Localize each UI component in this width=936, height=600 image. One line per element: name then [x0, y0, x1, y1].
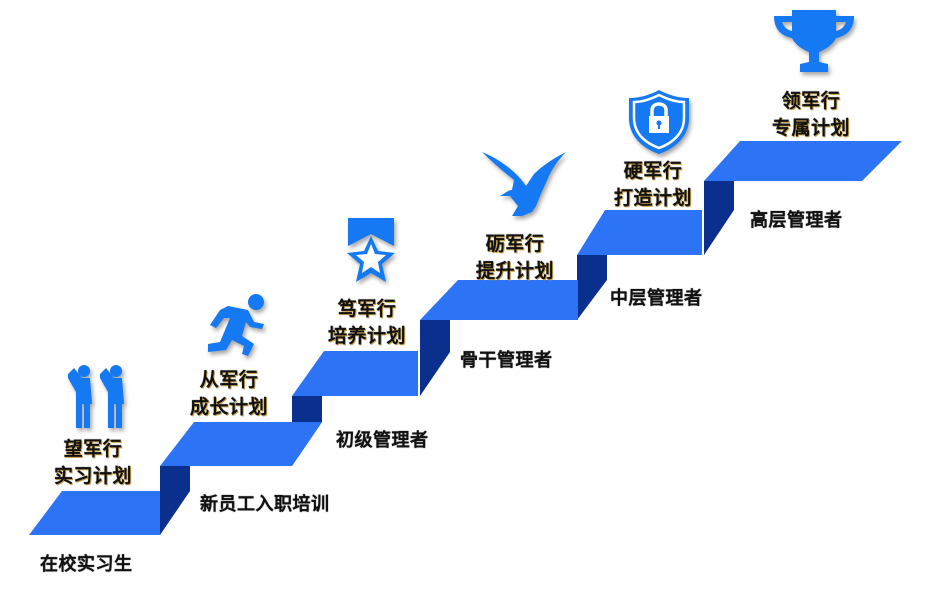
plan-subtitle: 提升计划 — [476, 260, 555, 282]
role-label-3: 初级管理者 — [336, 430, 429, 451]
plan-label-1: 望军行实习计划 — [54, 436, 132, 490]
step-5 — [577, 210, 702, 255]
step-6 — [704, 141, 902, 181]
plan-name: 笃军行 — [337, 298, 397, 320]
plan-name: 从军行 — [199, 369, 259, 391]
role-label-1: 在校实习生 — [40, 554, 133, 575]
saluting-people-icon — [68, 365, 124, 428]
shield-lock-icon — [629, 90, 689, 154]
step-4 — [420, 280, 578, 320]
step-3 — [292, 351, 418, 396]
riser-5 — [704, 181, 734, 255]
plan-name: 领军行 — [781, 90, 841, 112]
plan-label-6: 领军行专属计划 — [772, 88, 850, 142]
plan-subtitle: 成长计划 — [190, 396, 269, 418]
plan-label-3: 笃军行培养计划 — [328, 296, 406, 350]
plan-subtitle: 培养计划 — [328, 325, 407, 347]
eagle-icon — [482, 152, 566, 216]
plan-label-4: 砺军行提升计划 — [476, 231, 554, 285]
riser-4 — [577, 255, 607, 320]
plan-subtitle: 实习计划 — [54, 465, 133, 487]
role-label-6: 高层管理者 — [750, 210, 843, 231]
role-label-5: 中层管理者 — [610, 288, 703, 309]
riser-1 — [160, 466, 190, 535]
step-1 — [29, 491, 160, 535]
plan-subtitle: 打造计划 — [614, 187, 693, 209]
plan-name: 砺军行 — [485, 233, 545, 255]
plan-label-2: 从军行成长计划 — [190, 367, 268, 421]
role-label-2: 新员工入职培训 — [200, 494, 330, 515]
role-label-4: 骨干管理者 — [460, 350, 553, 371]
star-badge-icon — [347, 218, 395, 282]
plan-label-5: 硬军行打造计划 — [614, 158, 692, 212]
step-2 — [160, 422, 322, 466]
plan-subtitle: 专属计划 — [772, 117, 851, 139]
riser-3 — [420, 320, 450, 396]
running-person-icon — [208, 294, 264, 356]
plan-name: 硬军行 — [623, 160, 683, 182]
trophy-icon — [774, 10, 854, 72]
plan-name: 望军行 — [63, 438, 123, 460]
